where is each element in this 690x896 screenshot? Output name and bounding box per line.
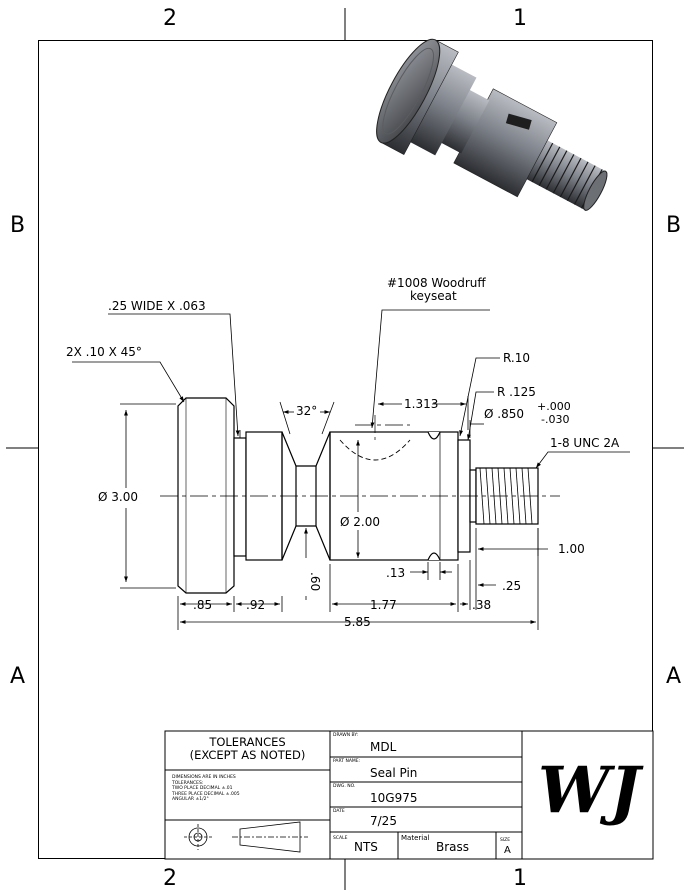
zone-label-right-b: B <box>666 213 682 238</box>
drawing-number-value: 10G975 <box>370 791 418 805</box>
zone-label-top-1: 1 <box>513 6 527 31</box>
scale-value: NTS <box>354 840 378 854</box>
callout-groove: .25 WIDE X .063 <box>108 299 206 313</box>
dim-angle: 32° <box>296 404 317 418</box>
callout-woodruff-2: keyseat <box>410 289 457 303</box>
callout-radius-1: R.10 <box>503 351 530 365</box>
callout-chamfer: 2X .10 X 45° <box>66 345 142 359</box>
tolerance-note-units: DIMENSIONS ARE IN INCHES <box>172 775 236 780</box>
date-label: DATE <box>333 809 345 814</box>
zone-label-right-a: A <box>666 664 682 689</box>
zone-label-top-2: 2 <box>163 6 177 31</box>
zone-label-bottom-2: 2 <box>163 866 177 891</box>
dim-head-dia: Ø 3.00 <box>98 490 138 504</box>
scale-label: SCALE <box>333 836 348 841</box>
tolerances-title: TOLERANCES <box>209 735 286 749</box>
size-label: SIZE <box>500 838 511 843</box>
tolerance-note-two-place: TWO PLACE DECIMAL ±.01 <box>172 786 233 791</box>
material-label: Material <box>401 834 430 842</box>
dim-body-dia: Ø 2.00 <box>340 515 380 529</box>
dim-groove-width: .13 <box>386 566 405 580</box>
dim-seg-4: .38 <box>472 598 491 612</box>
tolerance-note-heading: TOLERANCES: <box>172 780 204 786</box>
part-name-value: Seal Pin <box>370 766 418 780</box>
material-value: Brass <box>436 840 470 854</box>
tolerance-note-angular: ANGULAR ±1/2° <box>172 797 209 802</box>
zone-label-left-b: B <box>10 213 26 238</box>
drawing-number-label: DWG. NO. <box>333 784 356 789</box>
title-block <box>164 730 654 860</box>
zone-label-left-a: A <box>10 664 26 689</box>
dim-key-location: 1.313 <box>404 397 438 411</box>
company-logo: WJ <box>538 753 644 828</box>
callout-tol-plus: +.000 <box>537 400 571 413</box>
zone-label-bottom-1: 1 <box>513 866 527 891</box>
dim-relief: .25 <box>502 579 521 593</box>
dim-seg-2: .92 <box>246 598 265 612</box>
date-value: 7/25 <box>370 814 397 828</box>
callout-thread: 1-8 UNC 2A <box>550 436 620 450</box>
dim-overall: 5.85 <box>344 615 371 629</box>
tolerances-subtitle: (EXCEPT AS NOTED) <box>189 748 306 762</box>
callout-tol-minus: -.030 <box>541 413 569 426</box>
callout-dia-pin: Ø .850 <box>484 407 524 421</box>
isometric-view <box>376 38 608 211</box>
drawn-by-label: DRAWN BY: <box>333 733 358 738</box>
callout-radius-2: R .125 <box>497 385 536 399</box>
size-value: A <box>504 845 511 856</box>
tolerance-note-three-place: THREE PLACE DECIMAL ±.005 <box>172 791 240 797</box>
dim-neck-dia: .60 <box>308 572 322 591</box>
dim-thread-length: 1.00 <box>558 542 585 556</box>
callout-woodruff-1: #1008 Woodruff <box>387 276 486 290</box>
third-angle-projection-icon <box>184 821 308 853</box>
drawn-by-value: MDL <box>370 740 397 754</box>
dim-seg-3: 1.77 <box>370 598 397 612</box>
part-name-label: PART NAME: <box>333 759 361 764</box>
dim-seg-1: .85 <box>193 598 212 612</box>
